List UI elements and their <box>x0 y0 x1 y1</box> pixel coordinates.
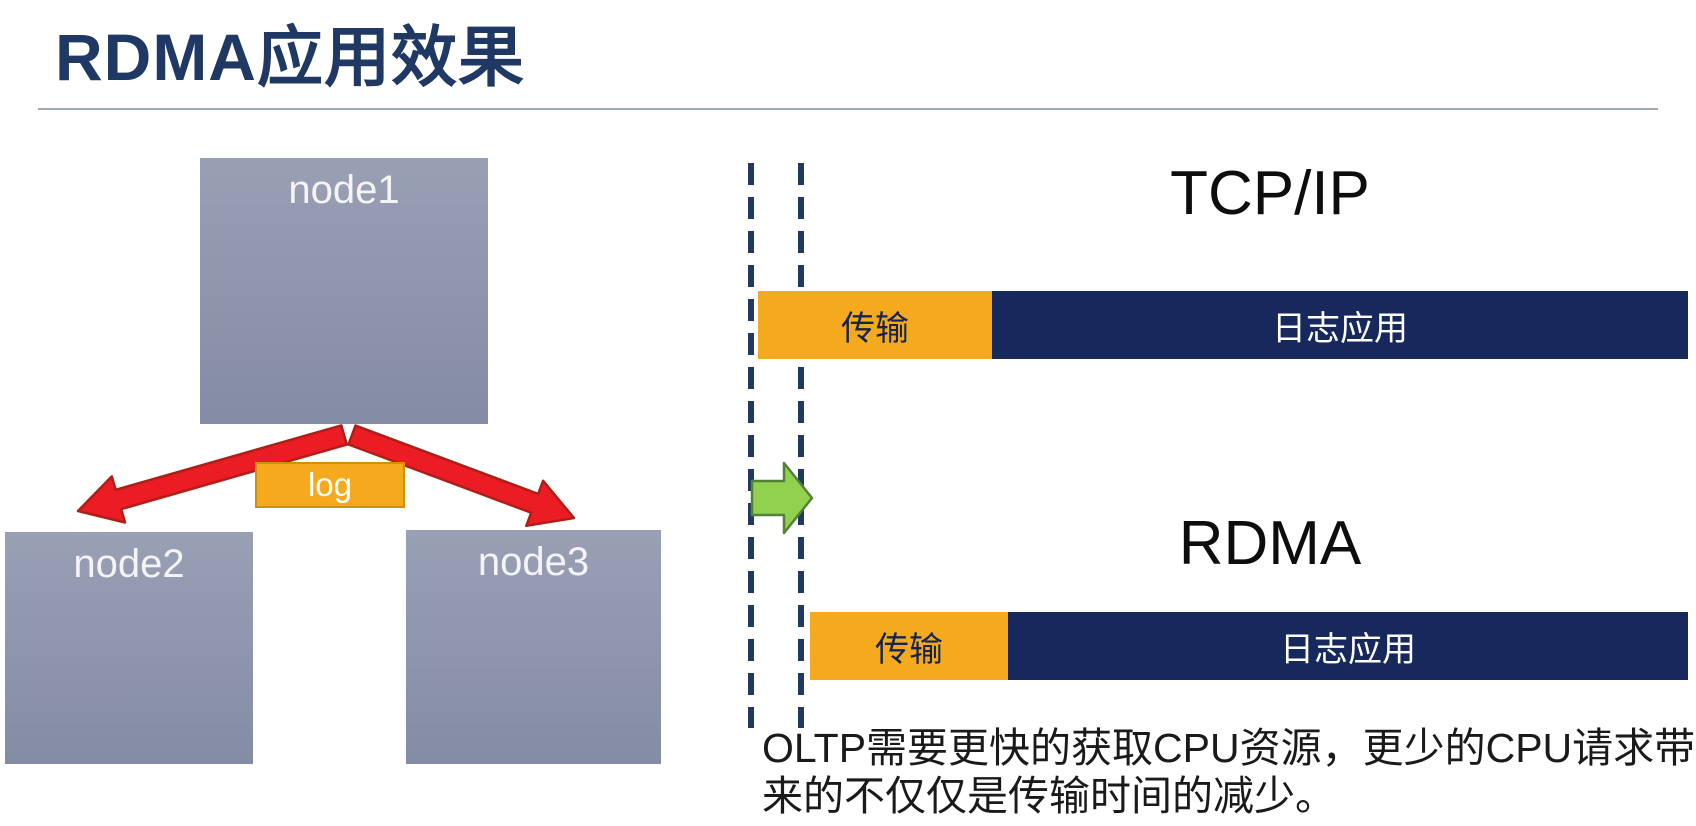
node3-label: node3 <box>477 540 590 584</box>
page-title: RDMA应用效果 <box>55 20 525 94</box>
arrow-to-node2-icon <box>76 424 349 524</box>
rdma-transfer-segment: 传输 <box>810 612 1008 680</box>
node2-label: node2 <box>73 542 185 586</box>
rdma-transfer-label: 传输 <box>875 630 943 669</box>
tcpip-log-app-segment: 日志应用 <box>992 291 1688 359</box>
node1-label: node1 <box>288 168 400 212</box>
log-label: log <box>307 466 353 503</box>
arrow-to-node3-icon <box>347 424 576 528</box>
caption-text: OLTP需要更快的获取CPU资源，更少的CPU请求带来的不仅仅是传输时间的减少。 <box>762 725 1696 820</box>
timeline-start-dashed-line <box>748 163 754 728</box>
replication-arrows <box>76 424 576 528</box>
node3-box: node3 <box>406 530 661 764</box>
rdma-timeline-bar: 传输 日志应用 <box>810 612 1688 680</box>
tcpip-transfer-segment: 传输 <box>758 291 992 359</box>
title-divider <box>38 108 1658 110</box>
log-box: log <box>255 462 405 508</box>
tcpip-title: TCP/IP <box>1170 159 1370 228</box>
rdma-title: RDMA <box>1178 509 1362 578</box>
tcpip-timeline-bar: 传输 日志应用 <box>758 291 1688 359</box>
tcpip-transfer-label: 传输 <box>841 309 909 348</box>
timeline-offset-dashed-line <box>798 163 804 728</box>
tcpip-log-app-label: 日志应用 <box>1272 309 1408 348</box>
rdma-log-app-segment: 日志应用 <box>1008 612 1688 680</box>
node2-box: node2 <box>5 532 253 764</box>
node1-box: node1 <box>200 158 488 424</box>
rdma-log-app-label: 日志应用 <box>1280 630 1416 669</box>
speedup-arrow-icon <box>750 461 814 535</box>
